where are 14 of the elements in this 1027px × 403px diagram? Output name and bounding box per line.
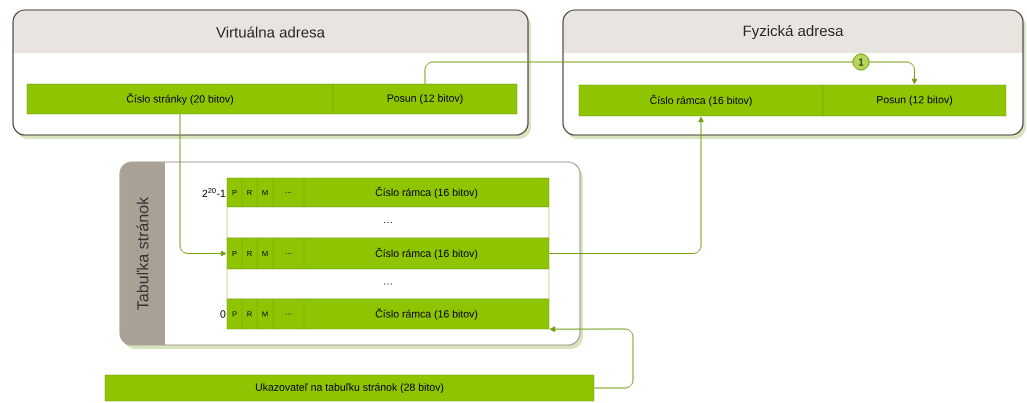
field-box: Posun (12 bitov) — [332, 83, 518, 115]
field-box: Ukazovateľ na tabuľku stránok (28 bitov) — [104, 374, 595, 402]
arrow — [549, 326, 634, 389]
arrow — [548, 116, 704, 254]
field-box: Číslo stránky (20 bitov) — [26, 83, 334, 115]
table-row: … — [226, 268, 550, 300]
row-index: 0 — [220, 310, 226, 318]
field-box: Posun (12 bitov) — [822, 84, 1007, 117]
field-box: Číslo rámca (16 bitov) — [578, 84, 824, 117]
arrow — [424, 61, 918, 85]
arrow — [179, 113, 227, 257]
table-row: … — [226, 206, 550, 239]
callout-number: 1 — [852, 53, 870, 71]
row-index: 2$^{20}$-1 — [202, 187, 226, 198]
